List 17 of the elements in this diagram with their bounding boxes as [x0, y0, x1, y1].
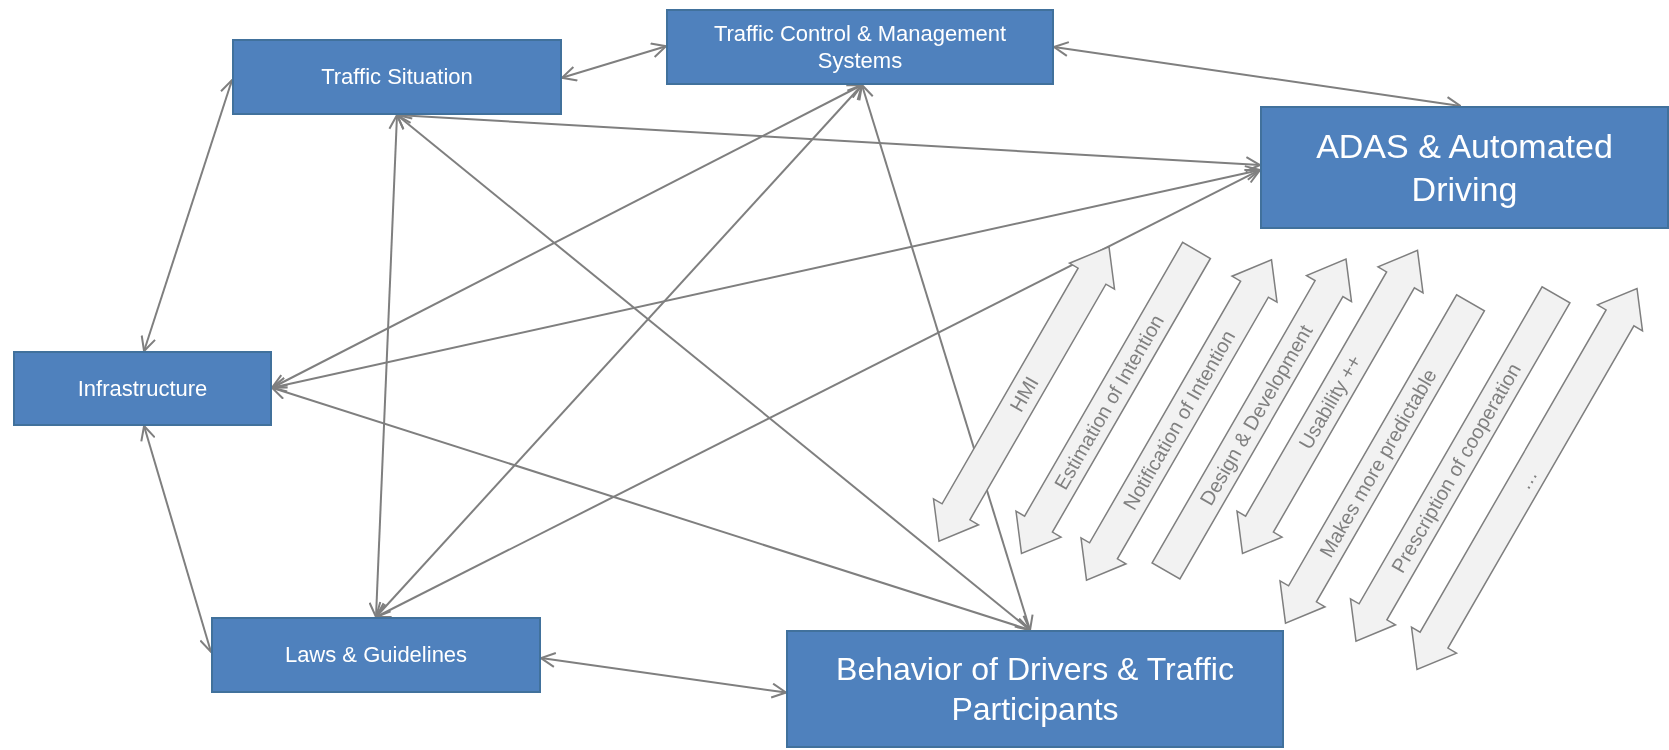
double-arrow [540, 652, 787, 699]
process-box: ADAS & Automated Driving [1260, 106, 1669, 229]
process-box: Infrastructure [13, 351, 272, 426]
process-box: Laws & Guidelines [211, 617, 541, 693]
double-arrow [561, 42, 667, 82]
double-arrow [396, 114, 1031, 631]
process-box: Traffic Control & Management Systems [666, 9, 1054, 85]
edge-label: … [1513, 465, 1541, 493]
double-arrow [271, 84, 863, 389]
process-box: Traffic Situation [232, 39, 562, 115]
double-arrow [368, 114, 405, 618]
block-arrow [932, 245, 1116, 543]
double-arrow [375, 84, 863, 618]
process-box: Behavior of Drivers & Traffic Participants [786, 630, 1284, 748]
block-arrow [1410, 287, 1644, 671]
double-arrow [858, 84, 1034, 631]
block-arrow [1236, 249, 1424, 555]
